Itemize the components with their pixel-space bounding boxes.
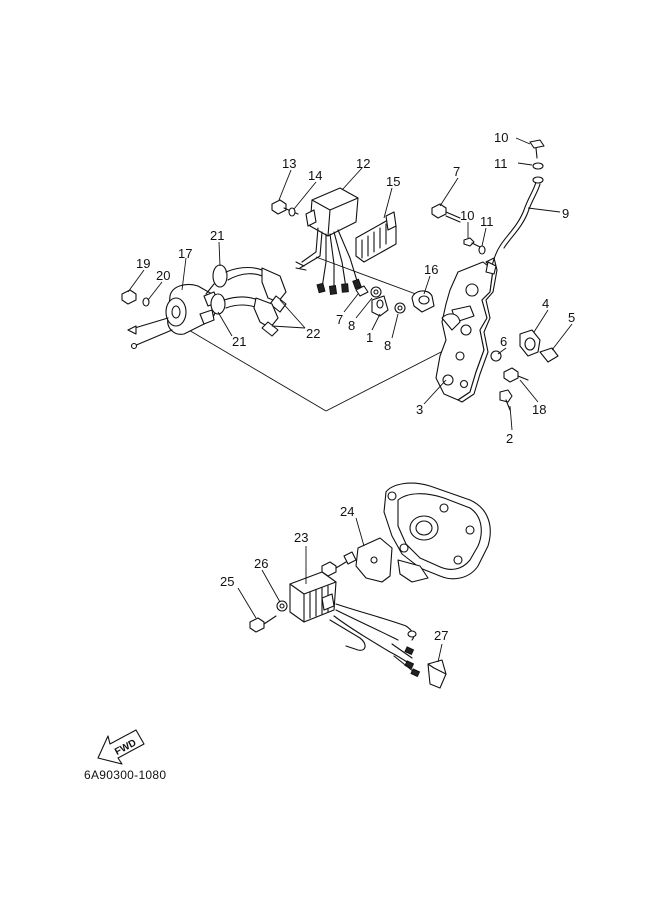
callout-21-bottom: 21: [232, 334, 246, 349]
connector-27: [427, 659, 447, 689]
callout-26: 26: [254, 556, 268, 571]
clamp-part: [411, 290, 435, 313]
collar-7-upper: [355, 285, 369, 297]
callout-20: 20: [156, 268, 170, 283]
collar-5: [539, 347, 559, 363]
bolt-6: [431, 203, 461, 223]
callout-23: 23: [294, 530, 308, 545]
cover-plate: [383, 482, 491, 583]
ground-lead: [485, 176, 544, 275]
ignition-coil: [127, 283, 219, 350]
rectifier-regulator: [355, 211, 397, 263]
callout-10-top: 10: [494, 130, 508, 145]
callout-4: 4: [542, 296, 549, 311]
callout-1: 1: [366, 330, 373, 345]
callout-11-mid: 11: [480, 214, 494, 229]
bolt-18: [503, 367, 529, 383]
cdi-unit: [295, 187, 362, 295]
callout-17: 17: [178, 246, 192, 261]
callout-16: 16: [424, 262, 438, 277]
callout-25: 25: [220, 574, 234, 589]
washer-11-upper: [532, 162, 544, 170]
grommet-1: [371, 295, 389, 317]
lower-callouts: 24 23 26 25 27: [220, 504, 448, 643]
callout-22: 22: [306, 326, 320, 341]
bolt-19: [121, 289, 137, 305]
callout-3: 3: [416, 402, 423, 417]
bolt-10-lower: [463, 237, 481, 248]
callout-14: 14: [308, 168, 322, 183]
callout-13: 13: [282, 156, 296, 171]
callout-19: 19: [136, 256, 150, 271]
callout-27: 27: [434, 628, 448, 643]
lower-leader-lines: [237, 517, 443, 663]
mounting-plate-24: [343, 537, 393, 583]
upper-callouts: 10 11 9 13 12 14 15 7 10 11 21 17 19 20 …: [136, 130, 575, 446]
washer-8-lower: [394, 302, 406, 314]
callout-24: 24: [340, 504, 354, 519]
upper-leader-lines: [127, 137, 573, 431]
spark-plug-lead-lower: [210, 293, 279, 337]
callout-7-left: 7: [336, 312, 343, 327]
callout-6: 7: [453, 164, 460, 179]
bolt-2: [499, 389, 513, 411]
callout-12: 12: [356, 156, 370, 171]
callout-11-top: 11: [494, 156, 508, 171]
callout-9: 9: [562, 206, 569, 221]
callout-5: 5: [568, 310, 575, 325]
spark-plug-lead-upper: [205, 264, 287, 313]
washer-20: [142, 297, 150, 307]
bolt-10-upper: [529, 139, 545, 159]
washer-26: [276, 600, 288, 612]
bracket-plate: [435, 257, 498, 403]
callout-15: 15: [386, 174, 400, 189]
washer-8-upper: [370, 286, 382, 298]
callout-8-right: 8: [384, 338, 391, 353]
callout-18: 18: [532, 402, 546, 417]
washer-14: [288, 207, 296, 217]
diagram-code: 6A90300-1080: [84, 768, 167, 782]
washer-11-lower: [478, 245, 486, 255]
grommet-4: [519, 329, 541, 357]
callout-2: 2: [506, 431, 513, 446]
callout-8-left: 8: [348, 318, 355, 333]
rectifier-23: [289, 571, 421, 678]
assembly-frame-lines: [181, 256, 446, 412]
callout-10-mid: 10: [460, 208, 474, 223]
callout-21-top: 21: [210, 228, 224, 243]
callout-7-right: 6: [500, 334, 507, 349]
bolt-25: [249, 615, 277, 633]
fwd-arrow-icon: FWD: [97, 729, 145, 765]
